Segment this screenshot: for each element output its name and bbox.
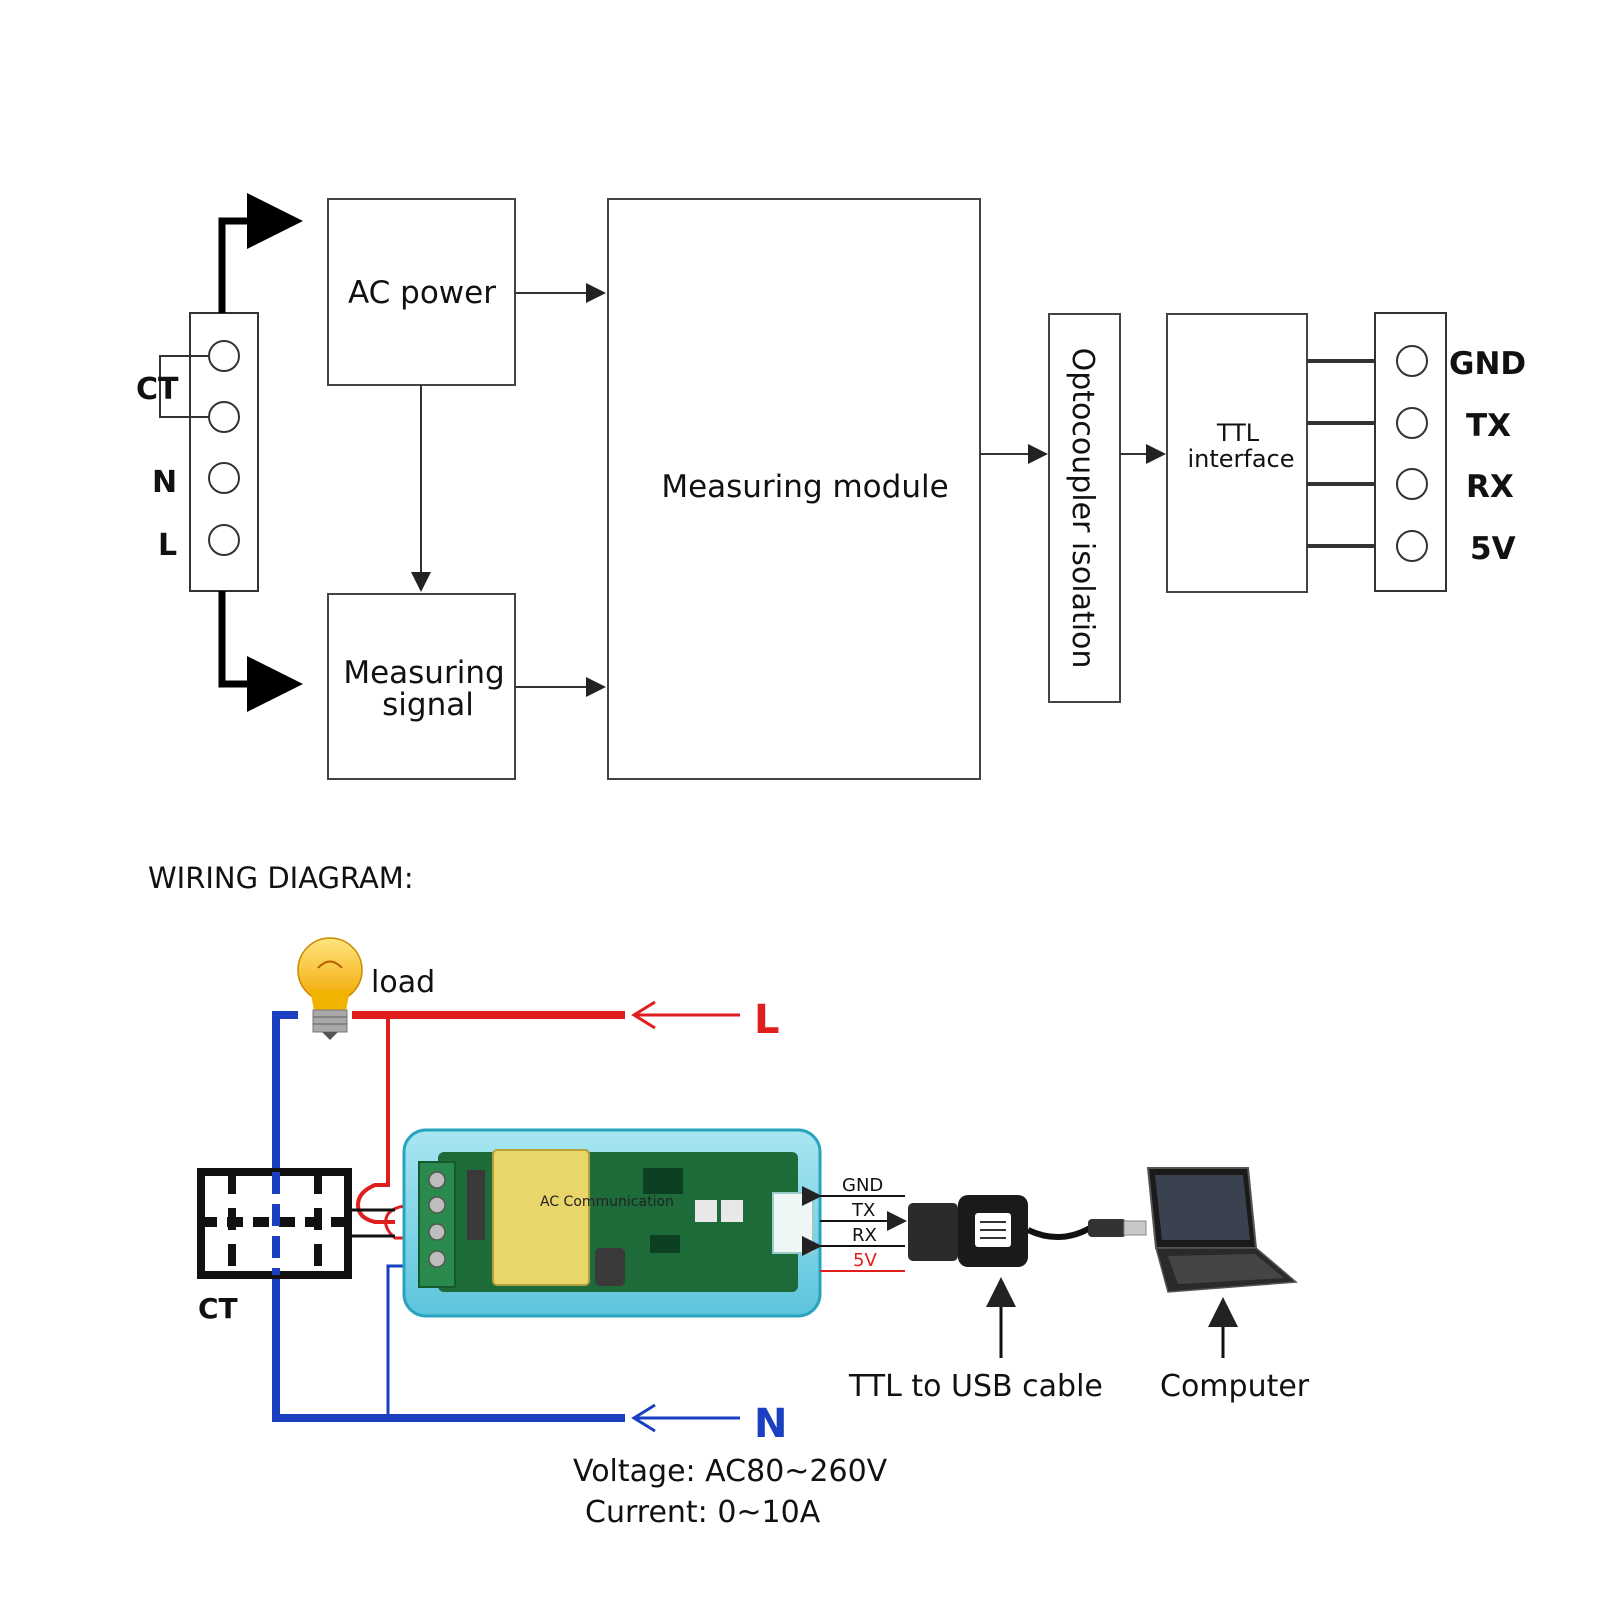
live-drop-wire-2 <box>384 1204 409 1240</box>
pin-5v-label: 5V <box>853 1250 877 1271</box>
thick-arrow-bottom <box>218 591 303 712</box>
optocoupler-box <box>1048 313 1121 703</box>
neutral-drop-wire <box>386 1264 405 1418</box>
terminal-l <box>208 524 240 556</box>
terminal-tx <box>1396 407 1428 439</box>
measuring-module-photo: AC Communication <box>402 1128 822 1318</box>
measuring-module-box <box>607 198 981 780</box>
terminal-gnd <box>1396 345 1428 377</box>
neutral-arrow <box>631 1403 740 1433</box>
measuring-signal-box <box>327 593 516 780</box>
label-5v: 5V <box>1470 531 1516 567</box>
pin-lines <box>802 1186 907 1272</box>
pin-rx-label: RX <box>852 1225 877 1246</box>
block-diagram: CT N L AC power Measuring signal Measuri… <box>136 193 1526 780</box>
terminal-5v <box>1396 530 1428 562</box>
ttl-label-2: interface <box>1187 445 1294 473</box>
terminal-rx <box>1396 468 1428 500</box>
ac-power-box <box>327 198 516 386</box>
measuring-signal-label-2: signal <box>382 687 474 723</box>
ttl-interface-box <box>1166 313 1308 593</box>
thick-arrow-top <box>218 193 303 313</box>
live-arrow <box>631 1000 740 1030</box>
pin-tx-label: TX <box>851 1200 875 1221</box>
terminal-ct-1 <box>208 340 240 372</box>
measuring-module-label: Measuring module <box>661 469 948 505</box>
terminal-n <box>208 462 240 494</box>
ttl-usb-label: TTL to USB cable <box>848 1369 1103 1404</box>
optocoupler-label: Optocoupler isolation <box>1065 348 1100 669</box>
voltage-spec: Voltage: AC80~260V <box>573 1454 888 1489</box>
current-spec: Current: 0~10A <box>585 1495 821 1530</box>
neutral-label: N <box>754 1401 787 1447</box>
usb-cable-icon <box>908 1195 1147 1267</box>
label-n: N <box>152 465 177 500</box>
label-gnd: GND <box>1449 346 1526 382</box>
label-ct: CT <box>136 372 179 407</box>
pin-gnd-label: GND <box>842 1175 883 1196</box>
ac-power-label: AC power <box>348 275 496 311</box>
computer-label: Computer <box>1160 1369 1310 1404</box>
label-rx: RX <box>1466 469 1514 505</box>
terminal-ct-2 <box>208 401 240 433</box>
bulb-icon <box>297 937 363 1040</box>
live-drop-wire <box>355 1015 395 1224</box>
ct-bracket <box>159 355 209 418</box>
ct-label: CT <box>198 1292 238 1325</box>
ttl-label-1: TTL <box>1216 419 1260 447</box>
wiring-diagram: WIRING DIAGRAM: load L N <box>148 861 1310 1530</box>
ct-icon <box>197 1168 395 1279</box>
label-tx: TX <box>1466 408 1511 444</box>
laptop-icon <box>1146 1167 1298 1293</box>
measuring-signal-label-1: Measuring <box>343 655 504 691</box>
module-text: AC Communication <box>540 1194 674 1210</box>
load-label: load <box>371 965 435 1000</box>
label-l: L <box>158 528 177 563</box>
wiring-title: WIRING DIAGRAM: <box>148 861 414 895</box>
live-label: L <box>754 997 780 1043</box>
